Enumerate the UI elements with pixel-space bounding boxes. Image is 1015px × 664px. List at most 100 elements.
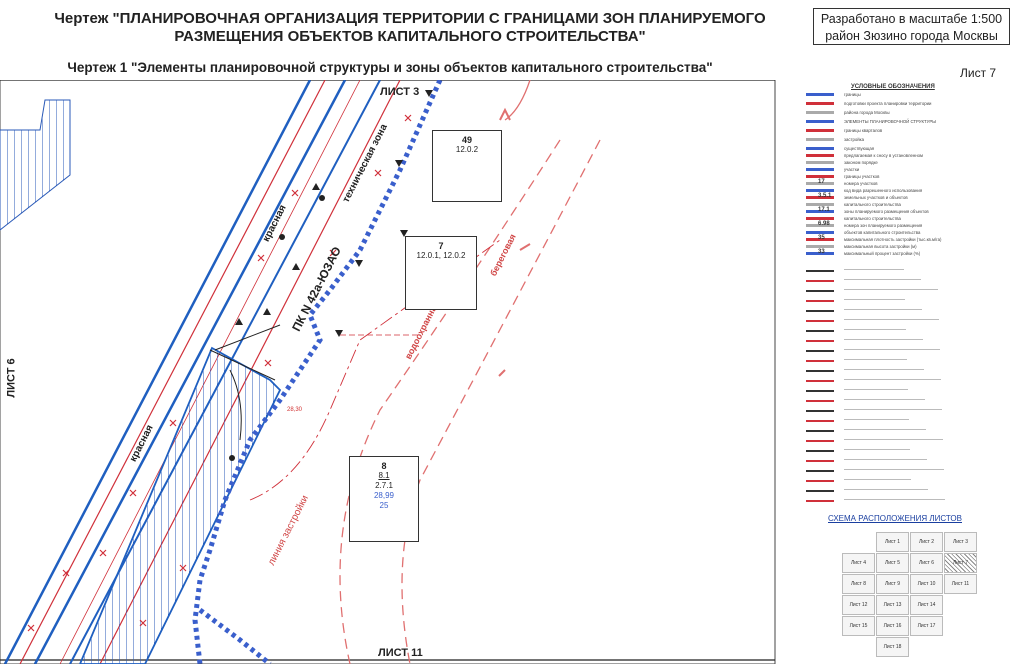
legend-symbol — [806, 252, 834, 255]
legend-line — [806, 470, 834, 472]
legend-line — [806, 490, 834, 492]
legend-line-text — [844, 399, 925, 400]
legend-symbol — [806, 111, 834, 114]
sheet-cell[interactable]: Лист 16 — [876, 616, 909, 636]
zone-box-49[interactable]: 49 12.0.2 — [432, 130, 502, 202]
legend-text: границы кварталов — [844, 128, 883, 133]
legend-line-text — [844, 409, 942, 410]
legend-line-text — [844, 389, 908, 390]
sheet-cell[interactable]: Лист 17 — [910, 616, 943, 636]
title-line-2: РАЗМЕЩЕНИЯ ОБЪЕКТОВ КАПИТАЛЬНОГО СТРОИТЕ… — [174, 28, 646, 45]
legend-symbol — [806, 217, 834, 220]
sheet-cell[interactable]: Лист 1 — [876, 532, 909, 552]
legend-line-text — [844, 439, 943, 440]
sheet-label-bottom[interactable]: ЛИСТ 11 — [378, 647, 423, 659]
map-canvas — [0, 80, 776, 664]
dimension-label: 28,30 — [287, 407, 303, 413]
legend-symbol — [806, 182, 834, 185]
zone-box-7[interactable]: 7 12.0.1, 12.0.2 — [405, 236, 477, 310]
water-protection-line — [339, 139, 561, 664]
legend-line — [806, 330, 834, 332]
legend-text: подготовки проекта планировки территории — [844, 101, 932, 106]
legend-line-text — [844, 489, 928, 490]
legend-line-text — [844, 269, 904, 270]
legend-symbol — [806, 231, 834, 234]
drawing-title: Чертеж "ПЛАНИРОВОЧНАЯ ОРГАНИЗАЦИЯ ТЕРРИТ… — [0, 10, 820, 46]
sheet-cell[interactable]: Лист 9 — [876, 574, 909, 594]
legend-title: УСЛОВНЫЕ ОБОЗНАЧЕНИЯ — [851, 84, 935, 90]
sheet-cell[interactable]: Лист 8 — [842, 574, 875, 594]
sheet-cell[interactable]: Лист 11 — [944, 574, 977, 594]
legend-number: 35 — [818, 235, 825, 241]
legend-text: застройка — [844, 137, 865, 142]
zone-code: 12.0.1, 12.0.2 — [416, 251, 466, 260]
sheet-cell[interactable]: Лист 10 — [910, 574, 943, 594]
legend-symbol — [806, 245, 834, 248]
legend-text: капитального строительства — [844, 216, 901, 221]
legend-line-text — [844, 339, 923, 340]
sheet-cell[interactable]: Лист 15 — [842, 616, 875, 636]
legend-text: номера участков — [844, 181, 878, 186]
legend-symbol — [806, 161, 834, 164]
legend-text: ЭЛЕМЕНТЫ ПЛАНИРОВОЧНОЙ СТРУКТУРЫ — [844, 119, 937, 124]
legend-line-text — [844, 359, 907, 360]
legend-number: 17.1 — [818, 207, 830, 213]
legend-line — [806, 360, 834, 362]
sheet-cell[interactable]: Лист 4 — [842, 553, 875, 573]
legend-symbol — [806, 189, 834, 192]
legend-symbol — [806, 120, 834, 123]
legend-line-text — [844, 289, 938, 290]
legend-line-text — [844, 299, 905, 300]
legend-symbol — [806, 93, 834, 96]
hatched-parcel — [79, 346, 282, 664]
legend-line-text — [844, 479, 911, 480]
legend-symbol — [806, 154, 834, 157]
zone-subcode: 2.7.1 — [375, 481, 393, 490]
legend-text: района города Москвы — [844, 110, 890, 115]
sheet-cell[interactable]: Лист 3 — [944, 532, 977, 552]
legend-line-text — [844, 379, 941, 380]
legend-symbol — [806, 210, 834, 213]
legend-symbol — [806, 138, 834, 141]
legend-symbol — [806, 168, 834, 171]
legend-line — [806, 290, 834, 292]
legend-line — [806, 460, 834, 462]
legend-symbol — [806, 175, 834, 178]
legend-number: 3.5.1 — [818, 193, 832, 199]
legend-line — [806, 480, 834, 482]
legend-line — [806, 380, 834, 382]
legend-text: предлагаемая к сносу в установленном — [844, 153, 923, 158]
legend-text: существующая — [844, 146, 875, 151]
legend-text: максимальная плотность застройки (тыс.кв… — [844, 237, 942, 242]
legend-line — [806, 420, 834, 422]
sheet-cell[interactable]: Лист 2 — [910, 532, 943, 552]
legend-line — [806, 340, 834, 342]
legend-text: объектов капитального строительства — [844, 230, 921, 235]
sheet-number: Лист 7 — [960, 66, 997, 80]
sheet-label-left[interactable]: ЛИСТ 6 — [5, 358, 18, 398]
legend-line — [806, 440, 834, 442]
red-line-1 — [19, 80, 326, 664]
triangle-markers — [235, 90, 433, 337]
legend-line — [806, 450, 834, 452]
sheet-cell[interactable]: Лист 5 — [876, 553, 909, 573]
zone-height: 25 — [379, 501, 389, 510]
legend-line — [806, 350, 834, 352]
sheet-cell[interactable]: Лист 6 — [910, 553, 943, 573]
sheet-label-top[interactable]: ЛИСТ 3 — [380, 86, 420, 98]
legend-symbol — [806, 224, 834, 227]
legend-line-text — [844, 429, 926, 430]
sheet-cell[interactable]: Лист 14 — [910, 595, 943, 615]
zone-box-8[interactable]: 8 8.1 2.7.1 28,99 25 — [349, 456, 419, 542]
sheet-cell[interactable]: Лист 18 — [876, 637, 909, 657]
sheet-cell[interactable]: Лист 7 — [944, 553, 977, 573]
sheet-cell[interactable]: Лист 13 — [876, 595, 909, 615]
legend-text: максимальный процент застройки (%) — [844, 251, 921, 256]
sheet-scheme-title: СХЕМА РАСПОЛОЖЕНИЯ ЛИСТОВ — [828, 514, 962, 523]
sheet-cell[interactable]: Лист 12 — [842, 595, 875, 615]
legend-text: законом порядке — [844, 160, 878, 165]
legend-text: максимальная высота застройки (м) — [844, 244, 917, 249]
legend-text: код вида разрешенного использования — [844, 188, 923, 193]
